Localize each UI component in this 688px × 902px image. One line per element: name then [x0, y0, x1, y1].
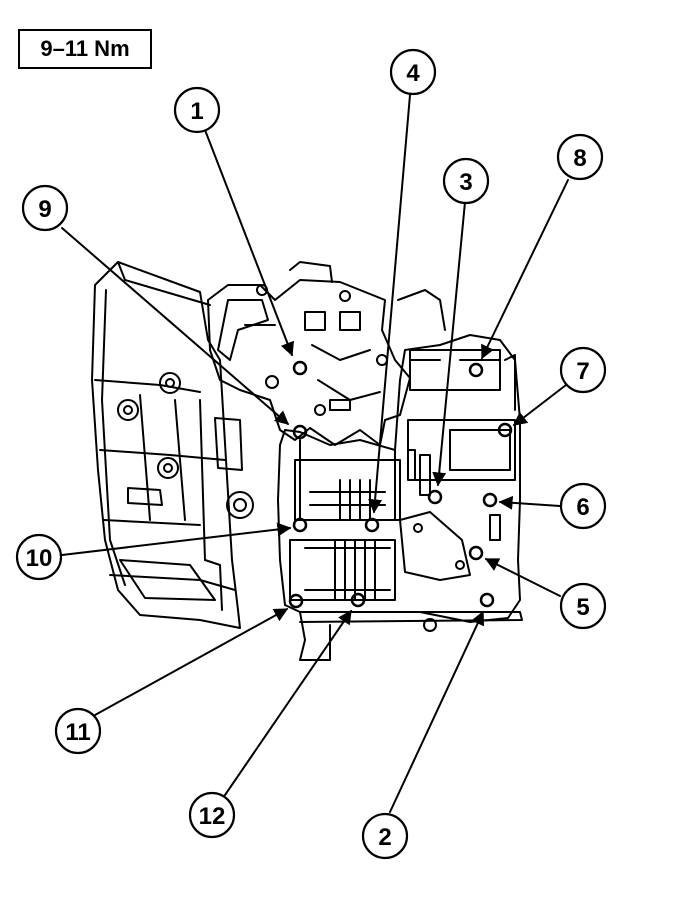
callout-5: 5 — [559, 582, 607, 630]
bolt-3 — [427, 489, 443, 505]
leader-lines — [61, 94, 569, 813]
leader-8 — [481, 179, 569, 360]
svg-text:4: 4 — [406, 60, 420, 87]
callouts: 1 4 3 8 9 7 6 10 — [15, 48, 607, 860]
callout-3: 3 — [442, 157, 490, 205]
callout-1: 1 — [173, 86, 221, 134]
bolt-7 — [497, 422, 513, 438]
bolt-12 — [350, 592, 366, 608]
bolt-5 — [468, 545, 484, 561]
leader-6 — [498, 495, 561, 510]
bolt-6 — [482, 492, 498, 508]
svg-text:6: 6 — [576, 494, 589, 521]
bolt-1 — [292, 360, 308, 376]
callout-4: 4 — [389, 48, 437, 96]
leader-12 — [224, 609, 352, 796]
leader-3 — [432, 201, 466, 487]
callout-2: 2 — [361, 812, 409, 860]
leader-9 — [61, 227, 290, 425]
callout-8: 8 — [556, 133, 604, 181]
leader-1 — [204, 129, 294, 357]
callout-9: 9 — [21, 184, 69, 232]
svg-text:1: 1 — [190, 98, 203, 125]
callout-7: 7 — [559, 346, 607, 394]
leader-7 — [512, 384, 567, 426]
callout-10: 10 — [15, 533, 63, 581]
callout-11: 11 — [54, 707, 102, 755]
bolt-10 — [292, 517, 308, 533]
svg-text:11: 11 — [65, 719, 90, 746]
leader-4 — [368, 94, 411, 514]
bolt-2 — [479, 592, 495, 608]
bolt-9 — [292, 424, 308, 440]
transmission-case — [91, 261, 254, 629]
bolt-8 — [468, 362, 484, 378]
svg-text:10: 10 — [26, 545, 53, 572]
leader-5 — [484, 558, 561, 597]
svg-text:9: 9 — [38, 196, 51, 223]
svg-text:8: 8 — [573, 145, 586, 172]
bolts — [288, 360, 513, 609]
bolt-11 — [288, 593, 304, 609]
bolt-4 — [364, 517, 380, 533]
svg-text:5: 5 — [576, 594, 589, 621]
leader-2 — [389, 610, 485, 813]
leader-10 — [61, 522, 292, 556]
leader-11 — [94, 608, 289, 716]
callout-6: 6 — [559, 482, 607, 530]
torque-spec-label: 9–11 Nm — [18, 29, 152, 69]
valve-body — [277, 334, 523, 661]
svg-text:2: 2 — [378, 824, 391, 851]
svg-text:12: 12 — [199, 803, 226, 830]
callout-12: 12 — [188, 791, 236, 839]
upper-plate — [207, 261, 446, 446]
svg-text:3: 3 — [459, 169, 472, 196]
svg-text:7: 7 — [576, 358, 589, 385]
